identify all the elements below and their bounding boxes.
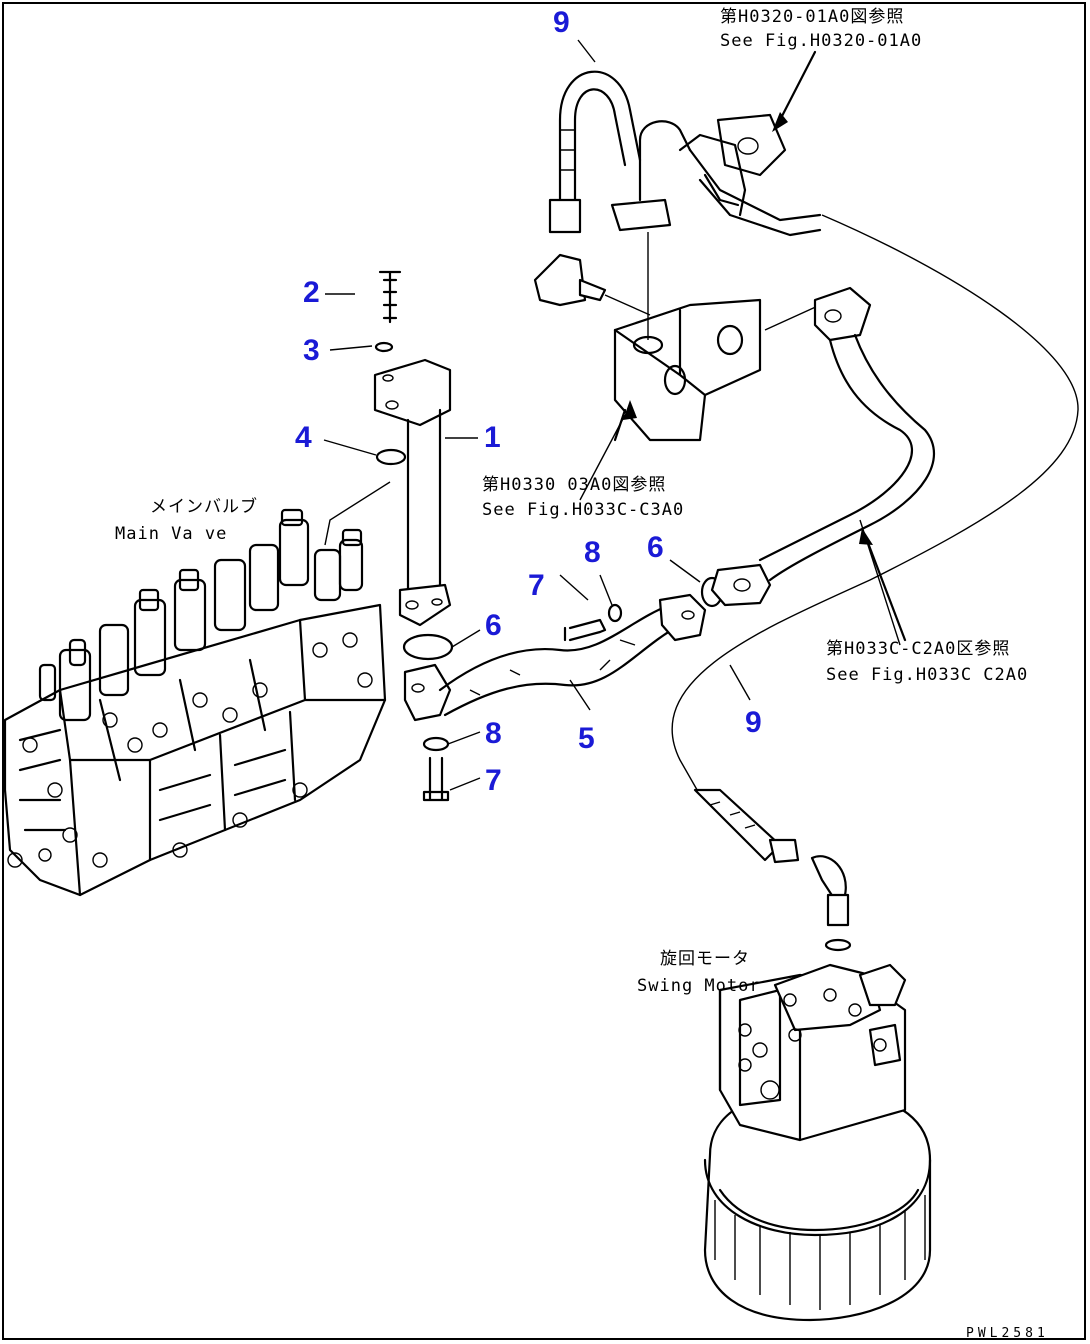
ref-right-en: See Fig.H033C C2A0 <box>826 665 1028 685</box>
callout-2: 2 <box>303 276 320 309</box>
ref-mid-en: See Fig.H033C-C3A0 <box>482 500 684 520</box>
callout-6-lower: 6 <box>485 609 502 642</box>
swing-motor-drawing <box>703 938 932 1322</box>
main-valve-drawing <box>3 508 387 897</box>
swing-motor-label-jp: 旋回モータ <box>660 949 750 969</box>
callout-6-upper: 6 <box>647 531 664 564</box>
ref-top-en: See Fig.H0320-01A0 <box>720 31 922 51</box>
main-valve-label-jp: メインバルブ <box>150 496 258 517</box>
ref-top-jp: 第H0320-01A0図参照 <box>720 7 904 27</box>
callout-7-upper: 7 <box>528 569 545 602</box>
callout-5: 5 <box>578 722 595 755</box>
upper-valve-drawing <box>533 70 822 442</box>
callout-4: 4 <box>295 421 312 454</box>
pipe-right-drawing <box>710 286 936 607</box>
swing-motor-label-en: Swing Motor <box>637 976 761 996</box>
figure-code: PWL2581 <box>966 1326 1049 1341</box>
ref-right-jp: 第H033C-C2A0区参照 <box>826 639 1010 659</box>
callout-9-lower: 9 <box>745 706 762 739</box>
callout-7-lower: 7 <box>485 764 502 797</box>
callout-8-lower: 8 <box>485 717 502 750</box>
pipe-1-drawing <box>324 270 454 661</box>
ref-mid-jp: 第H0330 03A0図参照 <box>482 475 666 495</box>
pipe-5-drawing <box>403 576 724 802</box>
callout-8-upper: 8 <box>584 536 601 569</box>
callout-3: 3 <box>303 334 320 367</box>
reference-arrows <box>613 50 907 642</box>
leader-lines <box>323 39 901 791</box>
callout-9-top: 9 <box>553 6 570 39</box>
main-valve-label-en: Main Va ve <box>115 524 227 544</box>
hose-9-drawing <box>671 214 1079 927</box>
callout-1: 1 <box>484 421 501 454</box>
